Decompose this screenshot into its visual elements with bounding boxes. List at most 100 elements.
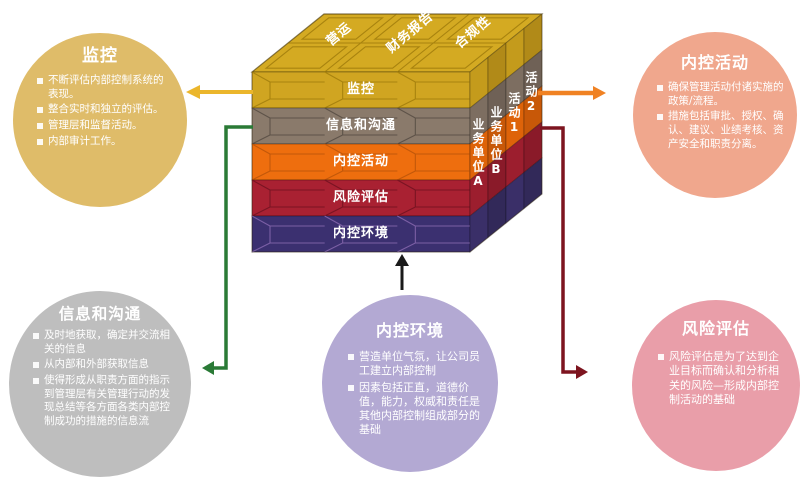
cube-bevel-line [251,206,271,217]
control-environment-circle: 内控环境 营造单位气氛，让公司员工建立内部控制 因素包括正直，道德价值，能力，权… [322,295,498,472]
arrowhead-information [202,361,214,375]
information-communication-bullets: 及时地获取，确定并交流相关的信息 从内部和外部获取信息 使得形成从职责方面的指示… [9,329,191,428]
risk-assessment-bullets: 风险评估是为了达到企业目标而确认和分析相关的风险—形成内部控制活动的基础 [632,350,800,407]
cube-top-cell-frame [409,46,494,69]
cube-bevel-line [251,107,271,119]
cube-bevel-line [251,170,271,181]
arrow-risk [540,126,577,374]
cube-bevel-line [397,170,416,181]
coso-cube [250,12,544,254]
list-item: 确保管理活动付诸实施的政策/流程。 [657,81,785,108]
cube-side-label-business-unit-b: 业务单位B [489,106,503,178]
cube-bevel-line [251,134,271,145]
bullet-icon [657,114,663,121]
cube-bevel-line [397,134,416,145]
bullet-icon [33,333,39,339]
list-item: 不断评估内部控制系统的表现。 [37,74,173,101]
arrow-information [212,125,253,370]
cube-bevel-line [324,107,343,119]
cube-bevel-line [397,206,416,217]
bullet-icon [658,354,664,360]
cube-side-label-activity-2: 活动2 [524,71,538,115]
control-activities-title: 内控活动 [680,53,749,72]
arrowhead-activities [593,86,606,100]
cube-top-cell-frame [300,17,385,40]
arrowhead-risk [576,365,588,379]
cube-top-cell-frame [264,46,349,69]
cube-layer-label-activities: 内控活动 [332,154,389,169]
bullet-text: 不断评估内部控制系统的表现。 [48,74,164,100]
risk-assessment-circle: 风险评估 风险评估是为了达到企业目标而确认和分析相关的风险—形成内部控制活动的基… [632,300,800,471]
cube-side-cell [523,156,543,210]
bullet-text: 管理层和监督活动。 [48,118,143,131]
control-activities-bullets: 确保管理活动付诸实施的政策/流程。 措施包括审批、授权、确认、建议、业绩考核、资… [633,81,797,151]
monitoring-circle: 监控 不断评估内部控制系统的表现。 整合实时和独立的评估。 管理层和监督活动。 … [13,33,187,207]
bullet-text: 内部审计工作。 [48,134,122,147]
cube-bevel-line [324,215,343,227]
cube-top-cell-frame [373,17,457,40]
cube-top-cell-frame [337,46,421,69]
cube-bevel-line [324,98,343,109]
list-item: 内部审计工作。 [37,135,173,149]
cube-bevel-line [251,71,271,83]
list-item: 从内部和外部获取信息 [33,358,175,372]
cube-bevel-line [251,215,271,227]
cube-bevel-line [251,179,271,191]
cube-bevel-line [324,170,343,181]
bullet-icon [37,138,43,145]
list-item: 营造单位气氛，让公司员工建立内部控制 [348,350,480,379]
cube-outline [251,13,543,253]
bullet-icon [33,362,39,369]
bullet-icon [33,377,39,384]
list-item: 风险评估是为了达到企业目标而确认和分析相关的风险—形成内部控制活动的基础 [658,350,786,407]
bullet-icon [37,122,43,129]
cube-bevel-line [251,242,271,253]
cube-bevel-line [396,13,470,73]
list-item: 使得形成从职责方面的指示到管理层有关管理行动的发现总结等各方面各类内部控制成功的… [33,374,175,429]
cube-bevel-line [397,215,416,227]
cube-bevel-line [324,179,343,191]
bullet-text: 从内部和外部获取信息 [44,358,149,371]
bullet-text: 因素包括正直，道德价值，能力，权威和责任是其他内部控制组成部分的基础 [359,380,480,437]
control-environment-title: 内控环境 [375,321,444,340]
cube-bevel-line [324,71,343,83]
list-item: 整合实时和独立的评估。 [37,103,173,117]
cube-side-label-activity-1: 活动1 [507,92,521,136]
bullet-icon [37,107,43,114]
bullet-icon [37,78,43,84]
control-activities-circle: 内控活动 确保管理活动付诸实施的政策/流程。 措施包括审批、授权、确认、建议、业… [633,32,797,198]
list-item: 因素包括正直，道德价值，能力，权威和责任是其他内部控制组成部分的基础 [348,381,480,438]
cube-bevel-line [397,98,416,109]
arrowhead-environment [395,254,409,266]
bullet-text: 及时地获取，确定并交流相关的信息 [44,329,170,355]
cube-bevel-line [251,143,271,155]
list-item: 措施包括审批、授权、确认、建议、业绩考核、资产安全和职责分离。 [657,110,785,151]
cube-layer-label-environment: 内控环境 [332,226,389,241]
bullet-text: 措施包括审批、授权、确认、建议、业绩考核、资产安全和职责分离。 [668,110,784,150]
cube-bevel-line [324,13,398,73]
arrowhead-monitoring [186,85,200,99]
bullet-text: 使得形成从职责方面的指示到管理层有关管理行动的发现总结等各方面各类内部控制成功的… [44,373,170,427]
bullet-icon [348,354,354,360]
list-item: 管理层和监督活动。 [37,119,173,133]
cube-bevel-line [397,242,416,253]
information-communication-title: 信息和沟通 [58,305,142,323]
cube-bevel-line [397,143,416,155]
bullet-text: 确保管理活动付诸实施的政策/流程。 [668,81,784,107]
cube-bevel-line [397,71,416,83]
monitoring-title: 监控 [82,46,118,66]
list-item: 及时地获取，确定并交流相关的信息 [33,329,175,356]
information-communication-circle: 信息和沟通 及时地获取，确定并交流相关的信息 从内部和外部获取信息 使得形成从职… [9,291,191,477]
cube-side-label-business-unit-a: 业务单位A [471,118,485,190]
risk-assessment-title: 风险评估 [681,319,750,338]
cube-bevel-line [324,143,343,155]
cube-bevel-line [251,98,271,109]
cube-bevel-line [324,242,343,253]
control-environment-bullets: 营造单位气氛，让公司员工建立内部控制 因素包括正直，道德价值，能力，权威和责任是… [322,350,498,438]
cube-bevel-line [397,107,416,119]
monitoring-bullets: 不断评估内部控制系统的表现。 整合实时和独立的评估。 管理层和监督活动。 内部审… [13,74,187,148]
bullet-icon [657,85,663,91]
bullet-text: 风险评估是为了达到企业目标而确认和分析相关的风险—形成内部控制活动的基础 [669,350,779,406]
cube-top-cell-frame [445,17,530,40]
